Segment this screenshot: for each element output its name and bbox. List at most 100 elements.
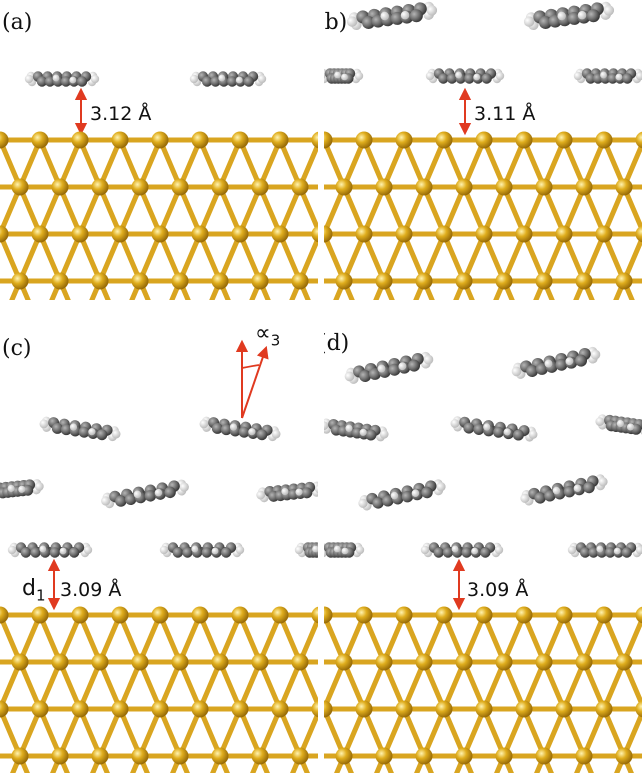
gold-bond	[334, 753, 347, 773]
gold-bond	[521, 659, 547, 712]
gold-bond	[341, 753, 354, 773]
gold-bond	[613, 278, 627, 300]
interlayer-distance-label: 3.09 Å	[467, 579, 529, 601]
molecule	[346, 1, 438, 31]
arrow-head	[458, 123, 472, 136]
hydrogen-atom	[179, 482, 189, 492]
gold-atom	[211, 747, 229, 765]
hydrogen-atom	[450, 419, 460, 428]
gold-bond	[0, 612, 23, 665]
gold-bond	[461, 753, 474, 773]
gold-bonds	[324, 612, 642, 773]
hydrogen-atom	[7, 484, 15, 492]
hydrogen-atom	[420, 545, 430, 555]
panel-a-structure	[0, 71, 318, 300]
gold-atom	[171, 178, 189, 196]
gold-bond	[210, 753, 223, 773]
gold-bond	[341, 706, 367, 759]
gold-bond	[601, 659, 627, 712]
hydrogen-atom	[256, 490, 266, 500]
gold-bond	[177, 231, 203, 284]
gold-atom	[31, 606, 49, 624]
carbon-atom	[512, 429, 524, 441]
panel-d: (d) 3.09 Å	[324, 318, 642, 773]
carbon-atom	[446, 73, 458, 84]
gold-bond	[361, 184, 387, 237]
gold-bond	[601, 137, 627, 190]
gold-bond	[177, 753, 190, 773]
gold-bond	[209, 278, 223, 300]
gold-atom	[475, 700, 493, 718]
gold-atom	[535, 747, 553, 765]
hydrogen-atom	[7, 545, 17, 555]
hydrogen-atom	[613, 547, 621, 555]
gold-atom	[375, 272, 393, 290]
carbon-atom	[438, 73, 449, 84]
gold-bond	[581, 184, 607, 237]
gold-bond	[257, 612, 283, 665]
gold-bond	[621, 613, 642, 665]
gold-bond	[257, 753, 270, 773]
gold-bond	[441, 612, 467, 665]
molecule	[256, 481, 318, 503]
hydrogen-atom	[635, 71, 642, 81]
panel-b: (b) 3.11 Å	[324, 0, 642, 300]
gold-bond	[361, 612, 387, 665]
gold-atom	[31, 225, 49, 243]
hydrogen-atom	[341, 547, 349, 555]
gold-bond	[373, 278, 387, 300]
gold-bond	[324, 612, 347, 665]
hydrogen-atom	[598, 477, 608, 487]
gold-bond	[17, 278, 31, 300]
gold-bond	[237, 612, 263, 665]
gold-bond	[77, 659, 103, 712]
gold-bond	[129, 278, 143, 300]
hydrogen-atom	[281, 487, 289, 496]
gold-bond	[177, 706, 203, 759]
gold-atom	[291, 653, 309, 671]
gold-bond	[277, 706, 303, 759]
panel-b-structure	[324, 1, 642, 300]
gold-atom	[635, 700, 642, 718]
distance-arrow	[458, 87, 472, 136]
gold-bond	[97, 659, 123, 712]
gold-atom	[231, 606, 249, 624]
arrow-head	[47, 558, 61, 571]
gold-atom	[191, 131, 209, 149]
tilt-angle-symbol: ∝3	[255, 321, 281, 350]
hydrogen-atom	[423, 354, 434, 365]
hydrogen-atom	[69, 423, 78, 431]
carbon-atom	[368, 367, 381, 380]
molecule	[358, 479, 446, 511]
gold-atom	[111, 131, 129, 149]
gold-bond	[401, 184, 427, 237]
hydrogen-atom	[24, 74, 34, 84]
carbon-atom	[365, 429, 377, 441]
carbon-atom	[585, 73, 596, 84]
gold-bond	[197, 706, 223, 759]
gold-bond	[97, 184, 123, 237]
gold-bond	[157, 706, 183, 759]
gold-atom	[151, 131, 169, 149]
hydrogen-atom	[314, 484, 318, 494]
gold-atom	[455, 747, 473, 765]
gold-bond	[361, 659, 387, 712]
gold-bond	[277, 231, 303, 284]
molecule	[0, 479, 44, 499]
gold-atom	[355, 225, 373, 243]
gold-bond	[574, 753, 587, 773]
gold-bond	[381, 659, 407, 712]
gold-bond	[441, 706, 467, 759]
hydrogen-atom	[18, 485, 26, 493]
gold-atom	[131, 272, 149, 290]
gold-bond	[324, 184, 347, 237]
gold-bond	[481, 659, 507, 712]
gold-atom	[495, 272, 513, 290]
gold-bond	[324, 231, 347, 284]
gold-atom	[71, 700, 89, 718]
gold-atom	[595, 225, 613, 243]
gold-bond	[237, 706, 263, 759]
carbon-atom	[238, 426, 250, 438]
gold-bond	[441, 659, 467, 712]
gold-bond	[17, 706, 43, 759]
